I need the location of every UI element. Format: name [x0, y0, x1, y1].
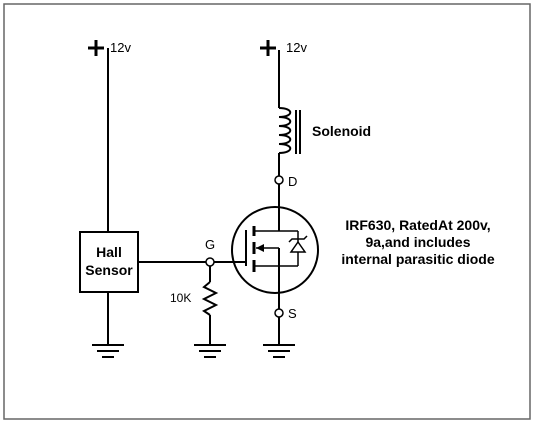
source-node-icon [274, 308, 284, 318]
hall-sensor-label-line1: Hall [96, 244, 122, 260]
ground-icon-middle [194, 344, 226, 358]
ground-icon-left [92, 344, 124, 358]
drain-label: D [288, 174, 297, 189]
gate-label: G [205, 237, 215, 252]
resistor-zigzag-icon [201, 281, 219, 316]
right-supply-label: 12v [286, 40, 307, 55]
drain-node-icon [274, 175, 284, 185]
ground-icon-right [263, 344, 295, 358]
solenoid-label: Solenoid [312, 123, 371, 139]
mosfet-icon [231, 206, 319, 294]
mosfet-label-line1: IRF630, RatedAt 200v, [345, 217, 490, 233]
mosfet-label-line3: internal parasitic diode [341, 251, 494, 267]
solenoid-coil-icon [278, 107, 301, 154]
right-supply-plus-icon [260, 40, 276, 56]
left-supply-label: 12v [110, 40, 131, 55]
mosfet-label-line2: 9a,and includes [365, 234, 470, 250]
source-label: S [288, 306, 297, 321]
gate-node-icon [205, 257, 215, 267]
left-supply-plus-icon [88, 40, 104, 56]
diagram-frame [3, 3, 531, 420]
resistor-label: 10K [170, 291, 191, 305]
hall-sensor-box [79, 231, 139, 293]
hall-sensor-label-line2: Sensor [85, 262, 133, 278]
